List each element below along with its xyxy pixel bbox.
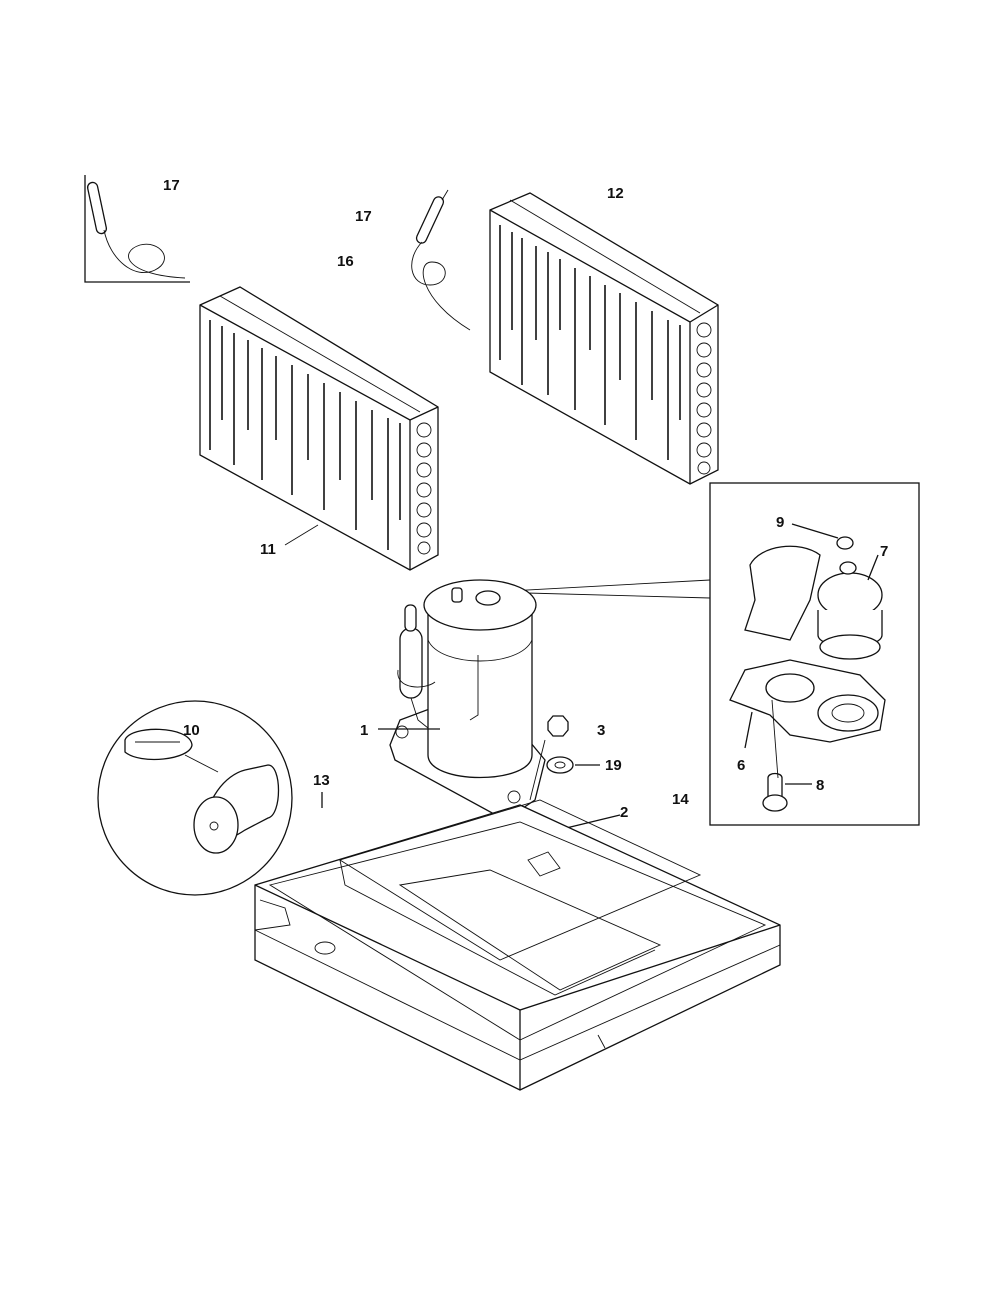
label-17: 17 bbox=[355, 208, 372, 225]
label-16: 16 bbox=[337, 253, 354, 270]
label-9: 9 bbox=[776, 514, 784, 531]
terminal-detail-inset bbox=[489, 482, 920, 826]
label-3: 3 bbox=[597, 722, 605, 739]
nut-3-washer-19 bbox=[529, 715, 600, 801]
label-7: 7 bbox=[880, 543, 888, 560]
label-17-inset: 17 bbox=[163, 177, 180, 194]
compressor-1 bbox=[378, 579, 546, 821]
label-11: 11 bbox=[260, 541, 276, 558]
sensor-inset-box bbox=[84, 175, 190, 283]
label-2: 2 bbox=[620, 804, 628, 821]
capacitor-detail-circle bbox=[97, 700, 293, 896]
label-12: 12 bbox=[607, 185, 624, 202]
label-6: 6 bbox=[737, 757, 745, 774]
base-pan-14 bbox=[254, 792, 781, 1091]
evaporator-coil-11 bbox=[199, 286, 439, 571]
label-19: 19 bbox=[605, 757, 622, 774]
label-14: 14 bbox=[672, 791, 689, 808]
label-13: 13 bbox=[313, 772, 330, 789]
label-1: 1 bbox=[360, 722, 368, 739]
label-8: 8 bbox=[816, 777, 824, 794]
label-10: 10 bbox=[183, 722, 200, 739]
condenser-coil-12 bbox=[489, 192, 719, 485]
sensor-bulb-16 bbox=[411, 189, 471, 331]
